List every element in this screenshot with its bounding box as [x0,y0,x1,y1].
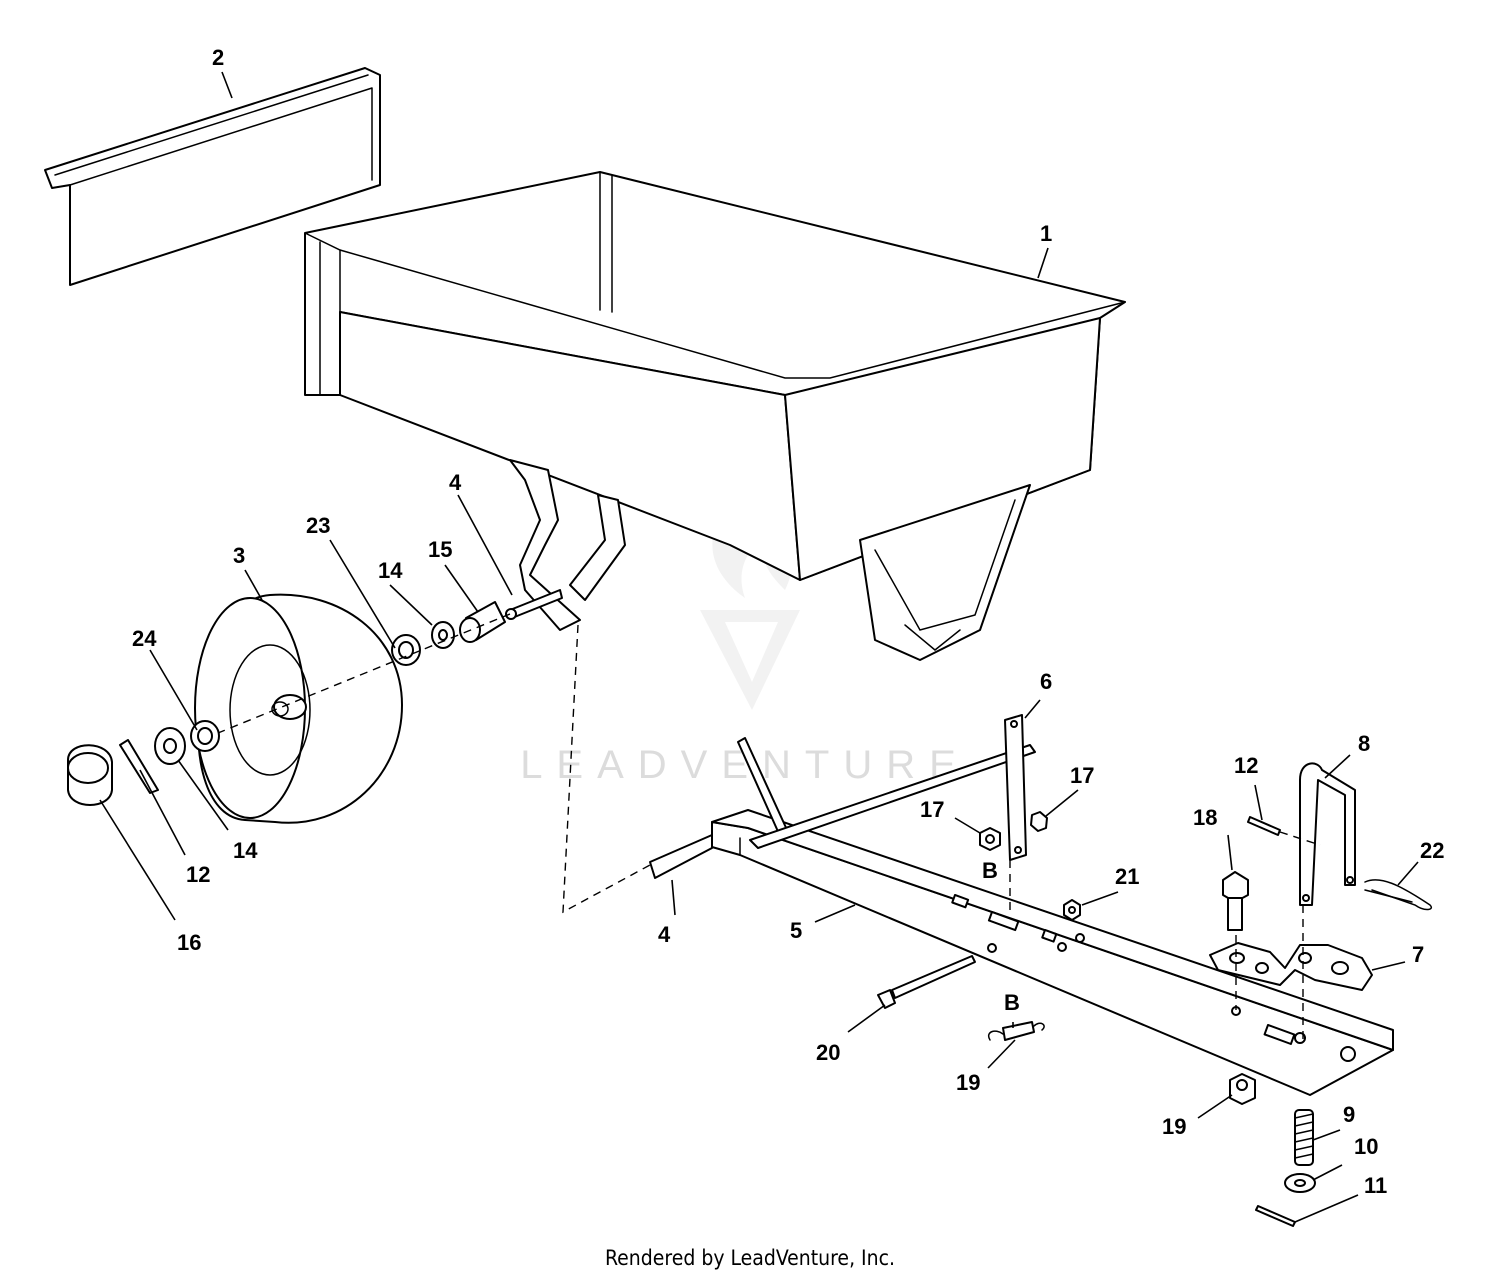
part-20-spring [988,1021,1045,1041]
callout-17-right: 17 [1070,763,1094,788]
part-17-right-nut [1030,811,1048,832]
callout-17-left: 17 [920,797,944,822]
part-24-inner-bushing [391,634,421,666]
part-9-spring [1294,1109,1314,1166]
callout-20: 19 [956,1070,980,1095]
part-1-cart-bed [304,171,1126,661]
part-3-wheel [194,593,403,824]
part-17-left-nut [979,827,1001,851]
part-2-tailgate-panel [44,67,381,286]
callout-19: 19 [1162,1114,1186,1139]
part-8-hitch-pin [1299,762,1356,906]
callout-18: 18 [1193,805,1217,830]
part-5-tongue-frame [711,809,1394,1096]
callout-22: 21 [1115,864,1139,889]
callout-13: 12 [186,862,210,887]
part-10-washer [1284,1173,1316,1193]
callout-9: 9 [1343,1102,1355,1127]
callout-23: 22 [1420,838,1444,863]
callout-14-lower: 14 [233,838,258,863]
part-14-inner-washer [431,621,455,649]
callout-3: 3 [233,543,245,568]
part-23-hair-pin-clip [1364,879,1432,911]
part-15-spacer-tube [459,601,506,643]
callout-b-bracket: B [982,858,998,883]
callout-21: 20 [816,1040,840,1065]
axle-assembly-line [562,624,651,914]
part-21-long-bolt [877,955,976,1009]
callout-2: 2 [212,45,224,70]
callout-6: 6 [1040,669,1052,694]
part-4-axle-upper [505,589,563,620]
part-12-pin [1247,816,1281,836]
callout-14-upper: 14 [378,558,403,583]
callout-5: 5 [790,918,802,943]
part-19-nut [1229,1073,1256,1105]
callout-b-spring: B [1004,990,1020,1015]
leader-lines [99,71,1419,1223]
callout-labels: 2 1 3 23 14 15 4 24 14 12 16 4 5 6 17 17… [132,45,1444,1198]
part-13-cotter-pin [119,739,159,794]
callout-12: 12 [1234,753,1258,778]
callout-4-upper: 4 [449,470,462,495]
pin-align-line [1279,831,1321,846]
callout-24-lower: 24 [132,626,157,651]
hitch-align-lines [1235,905,1304,1040]
callout-11: 11 [1364,1173,1387,1198]
footer-credit: Rendered by LeadVenture, Inc. [605,1246,895,1270]
part-18-bolt [1222,871,1249,931]
watermark-brand-text: LEADVENTURE [520,743,970,787]
part-7-hitch-plate [1209,942,1373,991]
callout-24-upper: 23 [306,513,330,538]
part-4-axle-rod [649,737,1036,879]
part-11-cotter-pin [1255,1205,1296,1227]
callout-7: 7 [1412,942,1424,967]
callout-1: 1 [1040,221,1052,246]
callout-16: 16 [177,930,201,955]
part-14-outer-washer [154,727,186,765]
callout-15: 15 [428,537,452,562]
part-6-support-bracket [1004,714,1027,861]
wheel-axis-line [217,613,511,734]
part-16-hub-cap [67,744,113,806]
callout-10: 10 [1354,1134,1378,1159]
part-24-outer-bushing [190,720,220,752]
part-22-nut [1063,899,1081,921]
callout-4-lower: 4 [658,922,671,947]
callout-8: 8 [1358,731,1370,756]
